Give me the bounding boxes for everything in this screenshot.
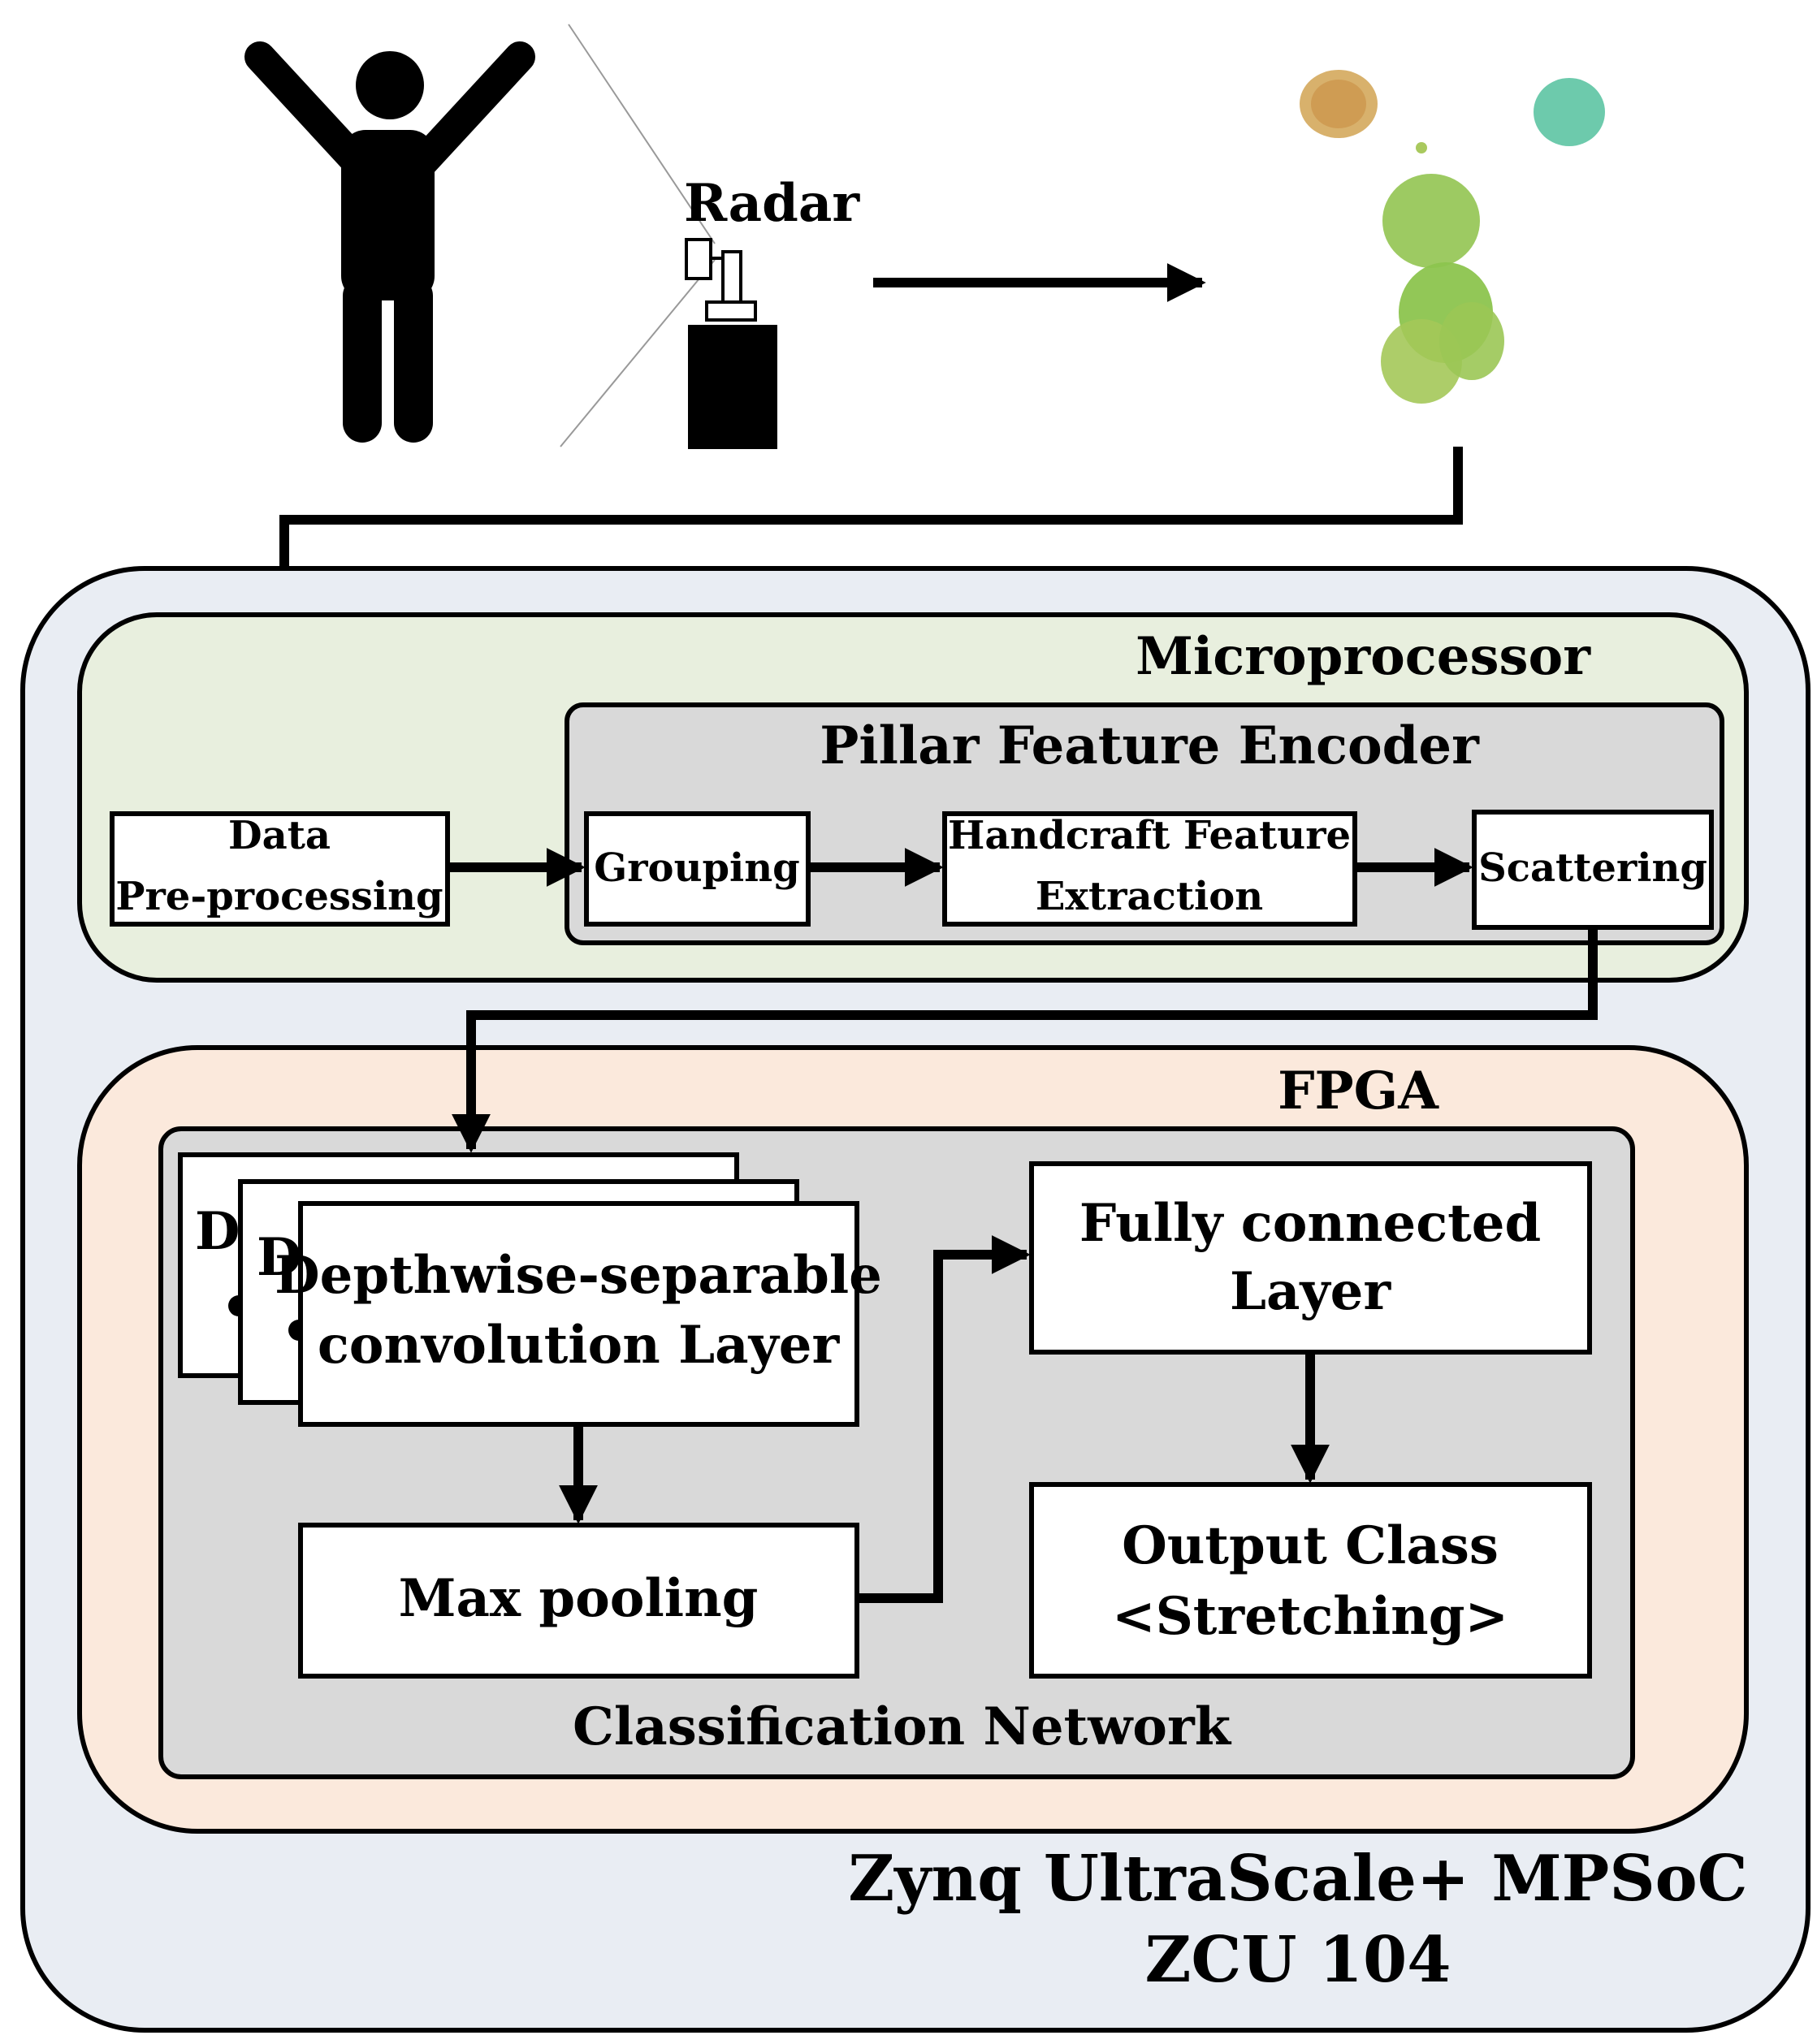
data-preprocessing-line1: Data bbox=[228, 813, 331, 858]
data-preprocessing-box bbox=[110, 811, 450, 927]
radar-fov-line-bottom bbox=[560, 259, 716, 447]
grouping-box bbox=[584, 811, 811, 927]
radar-label: Radar bbox=[684, 173, 860, 234]
board-label-line2: ZCU 104 bbox=[1144, 1923, 1451, 1997]
depthwise-separable-conv-box bbox=[298, 1201, 859, 1427]
conv-line2: convolution Layer bbox=[318, 1315, 841, 1376]
output-class-box bbox=[1029, 1482, 1592, 1679]
point-cloud-image bbox=[1300, 70, 1605, 404]
scattering-box bbox=[1472, 810, 1714, 930]
conv-line1: Depthwise-separable bbox=[275, 1245, 882, 1306]
handcraft-feature-extraction-box bbox=[942, 811, 1357, 927]
data-preprocessing-line2: Pre-processing bbox=[115, 874, 443, 919]
pillar-feature-encoder-title: Pillar Feature Encoder bbox=[820, 715, 1480, 776]
fully-connected-layer-box bbox=[1029, 1161, 1592, 1355]
max-pooling-box bbox=[298, 1523, 859, 1679]
board-label-line1: Zynq UltraScale+ MPSoC bbox=[848, 1842, 1748, 1916]
conv-layer-stack: D D bbox=[178, 1152, 859, 1427]
fpga-label: FPGA bbox=[1278, 1061, 1439, 1121]
grouping-label: Grouping bbox=[594, 845, 799, 891]
conv-layer-back-letter: D bbox=[195, 1201, 240, 1262]
handcraft-line2: Extraction bbox=[1036, 874, 1263, 919]
radar-device-icon bbox=[685, 238, 777, 449]
scattering-label: Scattering bbox=[1478, 845, 1707, 891]
radar-fov-line-top bbox=[568, 24, 716, 244]
person-arms-raised-icon bbox=[244, 41, 535, 443]
max-pooling-label: Max pooling bbox=[399, 1568, 759, 1629]
microprocessor-label: Microprocessor bbox=[1136, 626, 1591, 687]
output-class-line2: <Stretching> bbox=[1112, 1586, 1508, 1647]
fc-line1: Fully connected bbox=[1079, 1193, 1541, 1254]
connector-maxpool-to-fc bbox=[857, 1235, 1031, 1603]
fc-line2: Layer bbox=[1230, 1261, 1391, 1322]
connector-scattering-to-conv bbox=[452, 927, 1598, 1153]
conv-layer-middle-letter: D bbox=[257, 1227, 302, 1288]
output-class-line1: Output Class bbox=[1122, 1515, 1499, 1576]
handcraft-line1: Handcraft Feature bbox=[948, 813, 1351, 858]
classification-network-title: Classification Network bbox=[573, 1696, 1232, 1757]
